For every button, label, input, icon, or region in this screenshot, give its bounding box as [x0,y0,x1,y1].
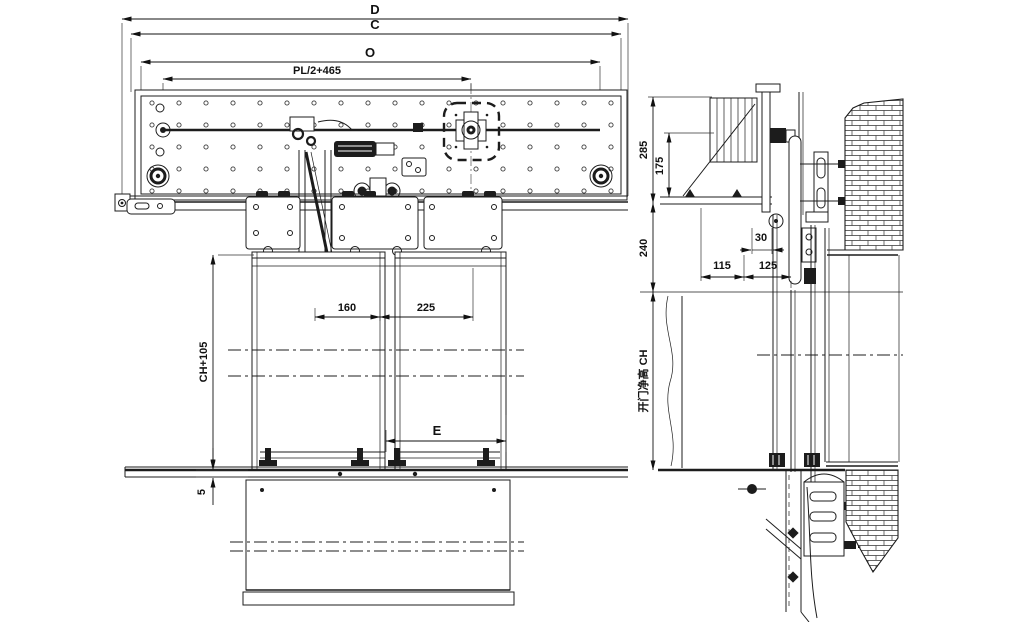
motor-shaft [770,128,786,143]
belt-tensioner [442,101,501,162]
dim-label-D: D [370,2,379,17]
dimension-CH105: CH+105 [198,254,254,471]
dim-label-PL: PL/2+465 [293,65,341,77]
toe-guard-apron [230,479,524,606]
dim-label-225: 225 [417,302,435,314]
belt-capsule [788,135,802,285]
dim-label-125: 125 [759,260,777,272]
dimension-115-125: 115 125 [700,208,792,288]
toe-guard-side [765,470,818,622]
motor-side [660,97,796,205]
dimension-240: 240 [638,202,656,293]
dimension-285: 285 [638,96,712,204]
brick-wall-bottom [826,461,899,574]
dim-label-285: 285 [638,141,650,159]
brick-wall-top [827,98,904,256]
dim-label-CH: 开门净高 CH [636,349,650,412]
dim-label-175: 175 [654,157,666,175]
sill-assembly-side [738,453,899,622]
belt-clamp [413,123,423,132]
motor-bracket-diagonal [682,103,756,197]
dim-label-5: 5 [196,489,208,495]
dim-label-30: 30 [755,232,767,244]
dimension-30: 30 [740,228,784,254]
dimension-D: D [121,2,629,196]
dimension-CH-side: 开门净高 CH [636,291,656,471]
door-guide-shoes [259,448,495,466]
door-panels-section [665,215,903,483]
mounting-plate-side [755,83,860,285]
door-panels [228,251,524,477]
dim-label-C: C [370,17,380,32]
dim-label-240: 240 [638,239,650,257]
dimension-160-225: 160 225 [314,268,474,321]
right-return-pulley [589,164,613,188]
dim-label-E: E [433,423,442,438]
dimension-5: 5 [196,448,248,505]
dimension-C: C [130,17,622,92]
left-return-pulley [146,164,170,188]
belt-end-pulley [160,127,166,133]
dim-label-160: 160 [338,302,356,314]
motor-block [334,141,376,157]
side-view: 285 175 240 开门净高 CH 30 115 125 [636,83,904,622]
dim-label-O: O [365,45,375,60]
break-curve [665,295,674,467]
dimension-E: E [385,415,507,452]
door-track [114,193,628,215]
dim-label-115: 115 [713,260,731,272]
dim-label-CH105: CH+105 [198,342,210,383]
dimension-175: 175 [654,132,714,198]
front-view: D C O PL/2+465 [114,2,629,606]
